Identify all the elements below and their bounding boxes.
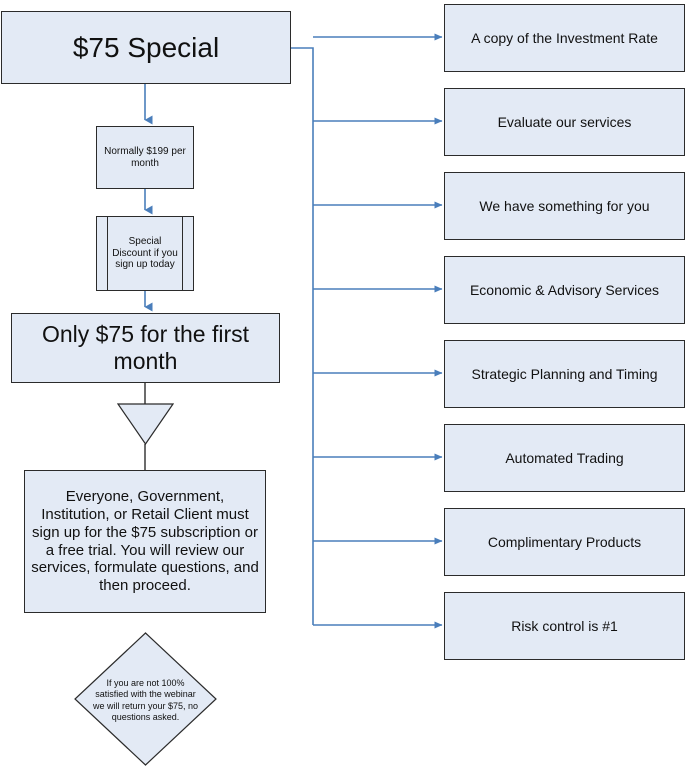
benefit-box-7[interactable]: Complimentary Products	[444, 508, 685, 576]
benefit-label-8: Risk control is #1	[511, 618, 618, 634]
benefit-box-3[interactable]: We have something for you	[444, 172, 685, 240]
benefit-label-2: Evaluate our services	[497, 114, 632, 130]
node-guarantee-decision[interactable]: If you are not 100% satisfied with the w…	[74, 632, 217, 766]
node-guarantee-label: If you are not 100% satisfied with the w…	[92, 678, 199, 722]
node-only75-label: Only $75 for the first month	[41, 320, 250, 374]
node-special-discount[interactable]: Special Discount if you sign up today	[96, 216, 194, 291]
benefit-box-4[interactable]: Economic & Advisory Services	[444, 256, 685, 324]
merge-triangle-icon	[117, 403, 174, 445]
benefit-box-1[interactable]: A copy of the Investment Rate	[444, 4, 685, 72]
benefit-label-7: Complimentary Products	[487, 534, 642, 550]
node-only-75-first-month[interactable]: Only $75 for the first month	[11, 313, 280, 383]
node-everyone-label: Everyone, Government, Institution, or Re…	[31, 488, 259, 594]
benefit-label-5: Strategic Planning and Timing	[471, 366, 658, 382]
node-signup-requirement[interactable]: Everyone, Government, Institution, or Re…	[24, 470, 266, 613]
node-discount-label: Special Discount if you sign up today	[112, 235, 178, 271]
connector-trunk	[291, 47, 314, 625]
benefit-label-1: A copy of the Investment Rate	[471, 30, 658, 46]
benefit-label-4: Economic & Advisory Services	[469, 282, 660, 298]
benefit-box-2[interactable]: Evaluate our services	[444, 88, 685, 156]
node-normally-label: Normally $199 per month	[104, 145, 186, 169]
node-normally-199[interactable]: Normally $199 per month	[96, 126, 194, 189]
benefit-box-6[interactable]: Automated Trading	[444, 424, 685, 492]
benefit-box-5[interactable]: Strategic Planning and Timing	[444, 340, 685, 408]
benefit-box-8[interactable]: Risk control is #1	[444, 592, 685, 660]
node-title-75-special[interactable]: $75 Special	[1, 11, 291, 84]
benefit-label-3: We have something for you	[479, 198, 650, 214]
node-title-label: $75 Special	[72, 31, 220, 63]
benefit-label-6: Automated Trading	[505, 450, 624, 466]
